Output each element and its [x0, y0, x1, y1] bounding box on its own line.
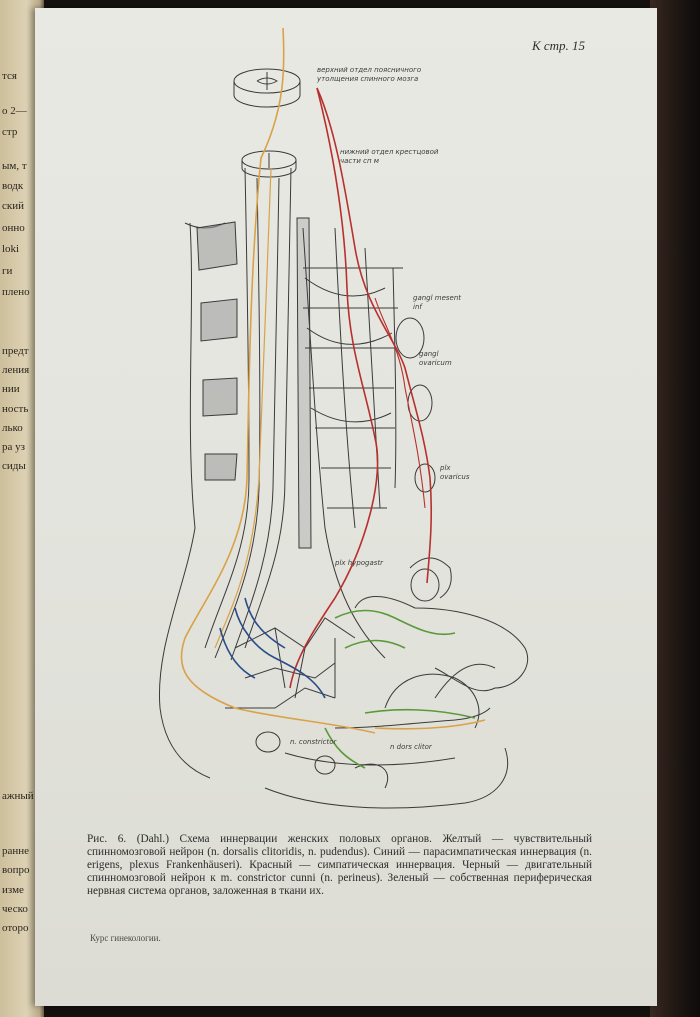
spinal-cord-section-lower [241, 150, 297, 178]
left-page-text: изме [2, 884, 24, 896]
book-binding-edge [650, 0, 700, 1017]
left-page-text: ческо [2, 903, 28, 915]
left-page-text: ра уз [2, 441, 25, 453]
label-ganglion-mesenteric: gangl mesent inf [413, 294, 462, 311]
label-upper-lumbar: верхний отдел поясничного утолщения спин… [317, 66, 422, 83]
left-page-text: онно [2, 222, 25, 234]
left-page-text: стр [2, 126, 18, 138]
left-page-text: тся [2, 70, 17, 82]
book-page: К стр. 15 [35, 8, 657, 1006]
label-lower-sacral: нижний отдел крестцовой части сп м [340, 148, 439, 165]
figure-caption: Рис. 6. (Dahl.) Схема иннервации женских… [87, 833, 592, 897]
left-page-text: ажный [2, 790, 34, 802]
anatomical-diagram [158, 27, 529, 809]
left-page-text: ность [2, 403, 29, 415]
cord-right [244, 167, 292, 649]
left-page-text: ления [2, 364, 30, 376]
left-page-text: о 2— [2, 105, 27, 117]
left-page-text: ский [2, 200, 24, 212]
label-plexus-ovaricus: plx ovaricus [440, 464, 470, 481]
page-footer: Курс гинекологии. [90, 933, 161, 943]
left-page-text: водк [2, 180, 24, 192]
left-page-text: оторо [2, 922, 29, 934]
left-page-text: ги [2, 265, 13, 277]
left-page-text: предт [2, 345, 29, 357]
cord-left [204, 167, 250, 649]
left-page-text: лько [2, 422, 23, 434]
left-page-text: вопро [2, 864, 30, 876]
spinal-cord-section-upper [233, 68, 301, 108]
label-n-constrictor: n. constrictor [290, 738, 337, 746]
left-page-text: ранне [2, 845, 30, 857]
page-reference: К стр. 15 [531, 38, 585, 53]
left-page-text: плено [2, 286, 30, 298]
left-page-text: сиды [2, 460, 26, 472]
label-n-dorsalis-clitoridis: n dors clitor [390, 743, 432, 751]
label-ganglion-ovaricum: gangl ovaricum [419, 350, 452, 367]
label-plexus-hypogastricus: plx hypogastr [335, 559, 384, 567]
left-page-text: нии [2, 383, 20, 395]
left-page-text: ым, т [2, 160, 27, 172]
left-page-text: loki [2, 243, 20, 255]
